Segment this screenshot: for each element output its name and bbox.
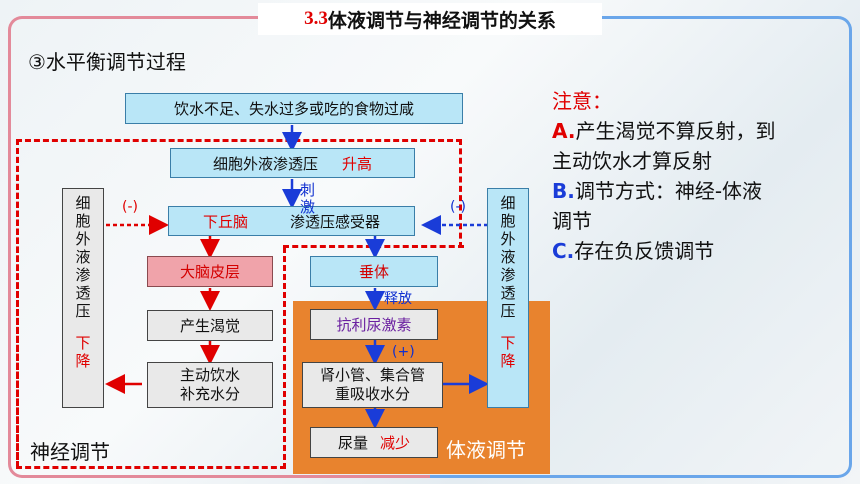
ecf-osmolarity-rise-box: 细胞外液渗透压 升高 (170, 148, 415, 178)
note-b-letter: B. (552, 179, 575, 203)
notes-panel: 注意： A.产生渴觉不算反射，到 主动饮水才算反射 B.调节方式：神经-体液 调… (552, 86, 850, 266)
note-a-letter: A. (552, 119, 576, 143)
pituitary-box: 垂体 (310, 256, 438, 287)
kidney-box: 肾小管、集合管 重吸收水分 (302, 362, 443, 408)
kidney-line-1: 肾小管、集合管 (319, 366, 425, 384)
hypothalamus-label: 下丘脑 (202, 212, 248, 231)
page-title: 体液调节与神经调节的关系 (327, 9, 556, 32)
note-b-text-1: 调节方式：神经-体液 (574, 179, 763, 203)
right-ecf-label: 细胞外液渗透压 (498, 195, 517, 321)
note-b: B.调节方式：神经-体液 (552, 176, 850, 206)
humoral-regulation-label: 体液调节 (446, 438, 526, 462)
left-ecf-change: 下降 (73, 335, 92, 371)
note-a-text-1: 产生渴觉不算反射，到 (575, 119, 776, 143)
right-ecf-change: 下降 (498, 335, 517, 371)
positive-label: (+) (392, 344, 415, 360)
header-number: 3.3 (304, 8, 328, 29)
note-c-letter: C. (552, 239, 575, 263)
cortex-box: 大脑皮层 (147, 256, 273, 287)
ecf-change: 升高 (342, 154, 373, 173)
kidney-line-2: 重吸收水分 (334, 385, 410, 403)
stimulate-label: 刺激 (300, 181, 316, 216)
frame-left-border (8, 16, 430, 478)
negative-left-label: (-) (122, 199, 138, 215)
adh-box: 抗利尿激素 (310, 309, 438, 340)
drink-line-1: 主动饮水 (179, 366, 240, 384)
note-c: C.存在负反馈调节 (552, 236, 850, 266)
left-ecf-label: 细胞外液渗透压 (73, 195, 92, 321)
release-label: 释放 (384, 291, 412, 307)
frame-right-border (430, 16, 852, 478)
thirst-box: 产生渴觉 (147, 310, 273, 341)
trigger-box: 饮水不足、失水过多或吃的食物过咸 (125, 93, 463, 124)
notes-title: 注意： (552, 89, 612, 113)
urine-change: 减少 (380, 434, 411, 452)
note-c-text: 存在负反馈调节 (574, 239, 715, 263)
header-bar: 3.3 体液调节与神经调节的关系 (258, 3, 602, 35)
receptor-label: 渗透压感受器 (290, 212, 381, 231)
section-title: ③水平衡调节过程 (28, 50, 186, 74)
drink-water-box: 主动饮水 补充水分 (147, 362, 273, 408)
note-a-text-2: 主动饮水才算反射 (552, 149, 712, 173)
urine-box: 尿量 减少 (310, 427, 438, 458)
note-b-text-2: 调节 (552, 209, 592, 233)
negative-right-label: (-) (450, 199, 466, 215)
neural-regulation-label: 神经调节 (30, 440, 110, 464)
urine-label: 尿量 (337, 434, 368, 452)
left-ecf-box: 细胞外液渗透压 下降 (62, 188, 104, 408)
drink-line-2: 补充水分 (179, 385, 240, 403)
note-a: A.产生渴觉不算反射，到 (552, 116, 850, 146)
ecf-label: 细胞外液渗透压 (212, 154, 318, 173)
right-ecf-box: 细胞外液渗透压 下降 (487, 188, 529, 408)
hypothalamus-receptor-box: 下丘脑 渗透压感受器 (168, 206, 415, 236)
